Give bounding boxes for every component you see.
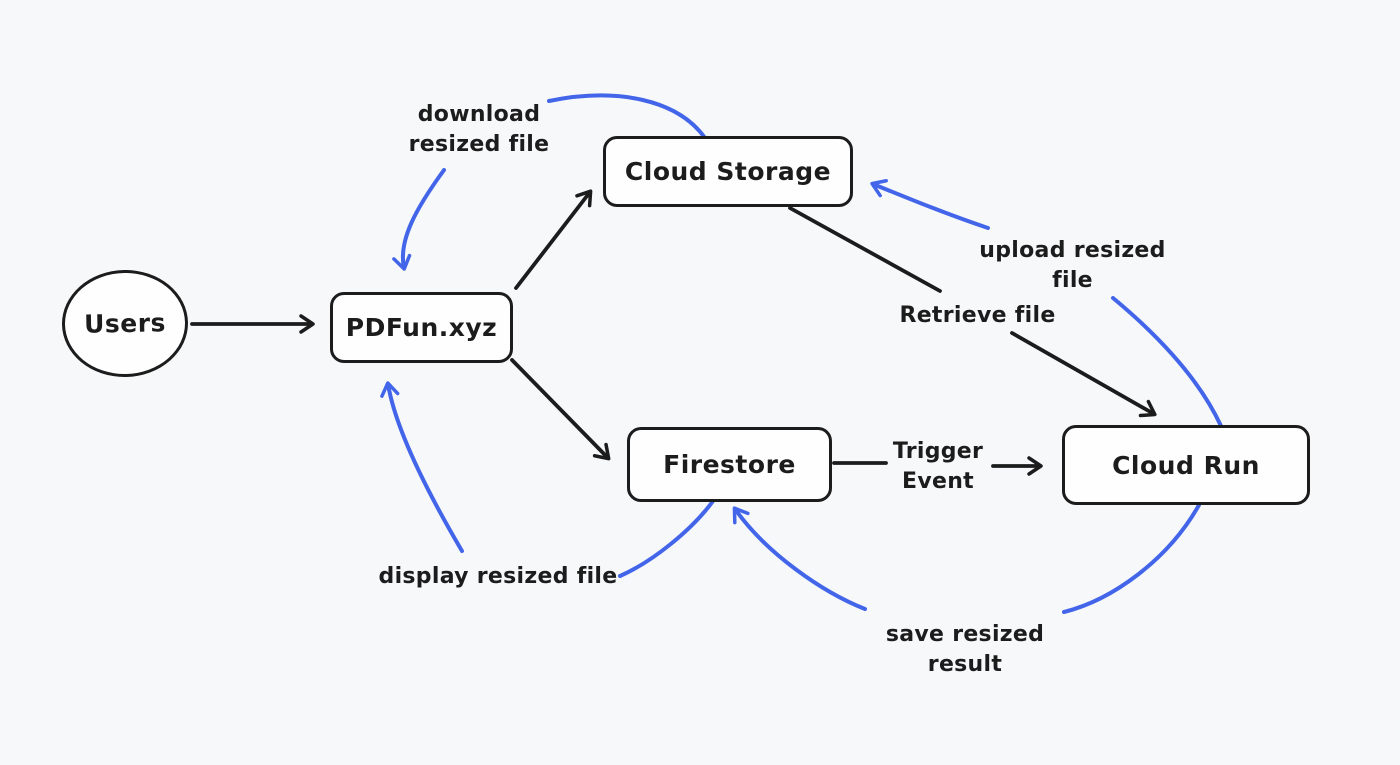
edge-retrieve-file-segment-2	[1010, 331, 1157, 418]
node-firestore: Firestore	[627, 427, 832, 502]
node-firestore-label: Firestore	[663, 450, 796, 479]
node-pdfun-xyz: PDFun.xyz	[330, 292, 513, 363]
node-cloud-run: Cloud Run	[1062, 425, 1310, 505]
edge-display-segment-1	[618, 499, 715, 578]
node-cloud-run-label: Cloud Run	[1112, 450, 1260, 480]
edge-save-segment-1	[1062, 503, 1201, 614]
edge-label-trigger-event: Trigger Event	[892, 439, 984, 494]
node-pdfun-label: PDFun.xyz	[345, 313, 498, 342]
edge-upload-segment-2	[870, 178, 990, 230]
edge-label-upload-resized-file: upload resized file	[979, 238, 1166, 293]
edge-retrieve-file-segment-1	[788, 206, 942, 293]
edge-upload-segment-1	[1111, 296, 1223, 428]
edge-download-segment-1	[547, 93, 707, 140]
edge-label-save-resized-result: save resized result	[885, 622, 1045, 677]
edge-download-segment-2	[392, 168, 446, 271]
edge-label-download-resized-file: download resized file	[408, 102, 550, 157]
edge-pdfun-to-firestore	[510, 358, 611, 461]
edge-label-display-resized-file: display resized file	[378, 564, 618, 589]
edge-save-segment-2	[732, 506, 867, 611]
edge-pdfun-to-cloudstorage	[514, 189, 593, 290]
node-users-label: Users	[83, 308, 167, 339]
edge-label-retrieve-file: Retrieve file	[899, 303, 1056, 328]
node-cloud-storage-label: Cloud Storage	[624, 157, 832, 186]
edge-display-segment-2	[380, 381, 464, 553]
node-cloud-storage: Cloud Storage	[603, 136, 853, 207]
